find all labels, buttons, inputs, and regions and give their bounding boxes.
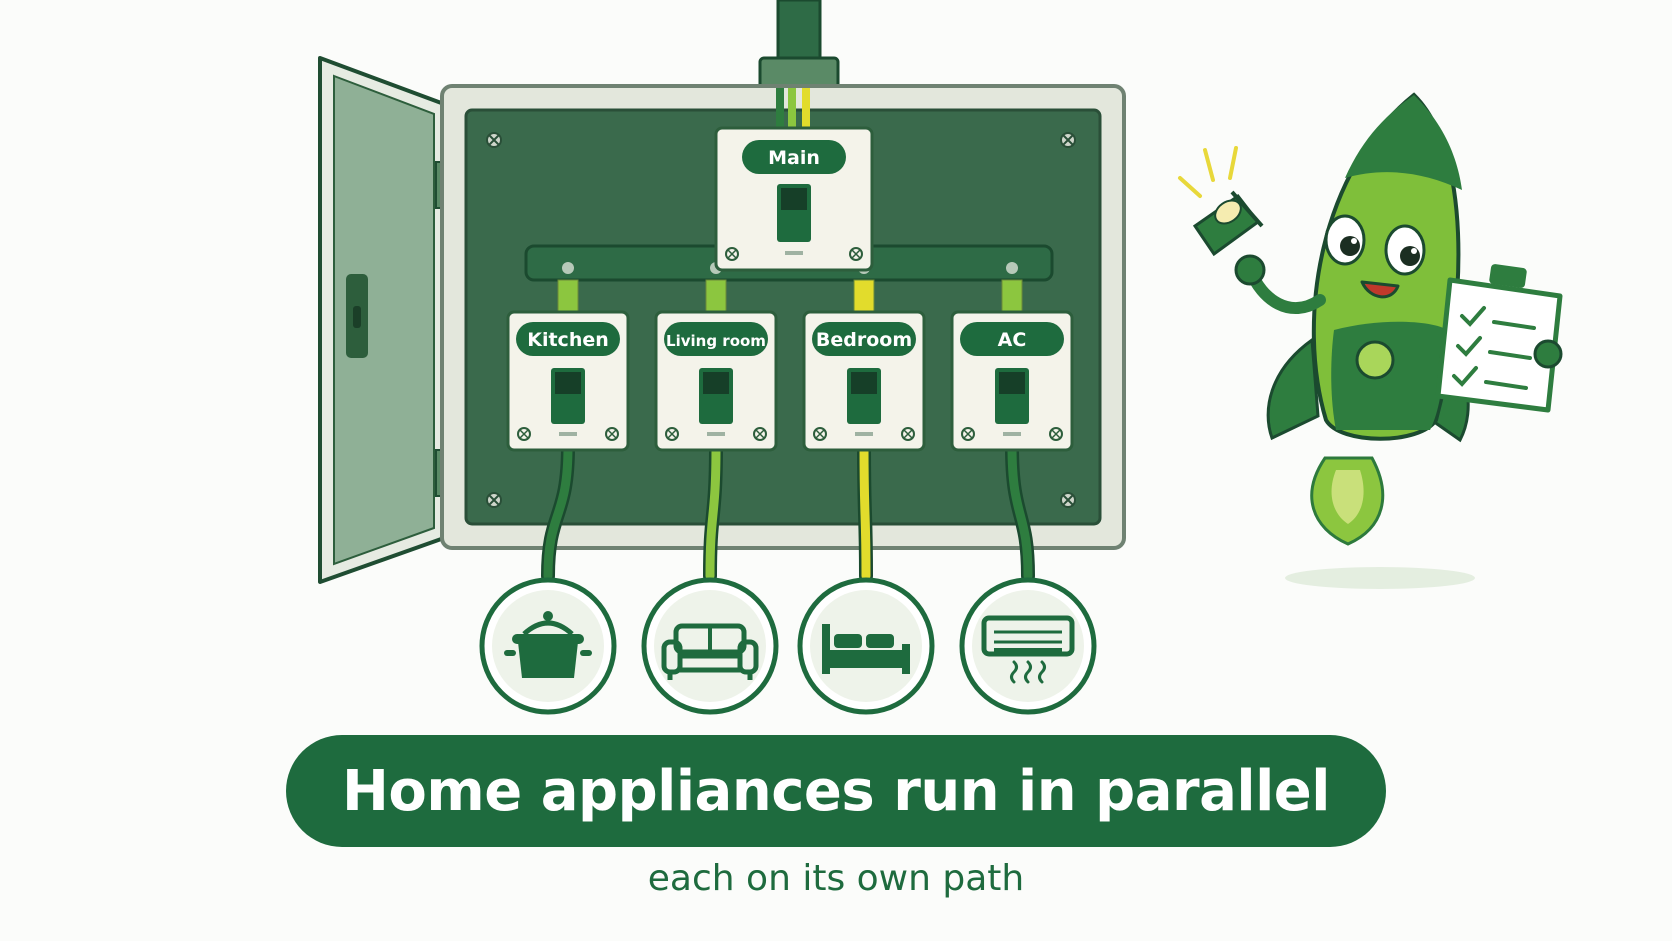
- caption-title: Home appliances run in parallel: [342, 758, 1330, 824]
- breaker-screw: [1049, 427, 1063, 441]
- panel-screw: [486, 132, 502, 148]
- circuit-breaker[interactable]: Kitchen: [506, 310, 630, 452]
- cooking-pot-icon: [479, 577, 617, 715]
- breaker-screw: [725, 247, 739, 261]
- breaker-screw: [605, 427, 619, 441]
- main-breaker[interactable]: Main: [714, 126, 874, 272]
- circuit-breaker[interactable]: Living room: [654, 310, 778, 452]
- flashlight-icon: [1178, 146, 1264, 257]
- main-breaker-label: Main: [768, 147, 820, 169]
- circuit-breaker[interactable]: Bedroom: [802, 310, 926, 452]
- circuit-breaker[interactable]: AC: [950, 310, 1074, 452]
- breaker-screw: [665, 427, 679, 441]
- circuit-wire: [1007, 441, 1033, 581]
- breaker-screw: [961, 427, 975, 441]
- panel-screw: [1060, 132, 1076, 148]
- branch-circuits: Kitchen Living room Bedroom AC: [479, 279, 1097, 715]
- breaker-screw: [753, 427, 767, 441]
- circuit-breaker-label: AC: [998, 329, 1027, 351]
- bed-icon: [797, 577, 935, 715]
- panel-screw: [486, 492, 502, 508]
- circuit-wire: [859, 441, 871, 581]
- circuit-wire: [543, 441, 573, 581]
- breaker-screw: [849, 247, 863, 261]
- caption-banner: Home appliances run in parallel: [286, 735, 1386, 847]
- breaker-screw: [813, 427, 827, 441]
- sofa-icon: [641, 577, 779, 715]
- rocket-mascot-icon: [1178, 92, 1563, 589]
- panel-screw: [1060, 492, 1076, 508]
- circuit-breaker-label: Living room: [666, 332, 766, 350]
- breaker-screw: [901, 427, 915, 441]
- conduit-pipe: [758, 0, 840, 90]
- panel-door: [318, 56, 453, 584]
- air-conditioner-icon: [959, 577, 1097, 715]
- circuit-breaker-label: Kitchen: [527, 329, 609, 351]
- feed-wires: [776, 88, 810, 132]
- circuit-breaker-label: Bedroom: [816, 329, 912, 351]
- circuit-wire: [705, 441, 721, 581]
- clipboard-checklist-icon: [1435, 264, 1563, 413]
- breaker-screw: [517, 427, 531, 441]
- caption-subtitle: each on its own path: [647, 858, 1025, 899]
